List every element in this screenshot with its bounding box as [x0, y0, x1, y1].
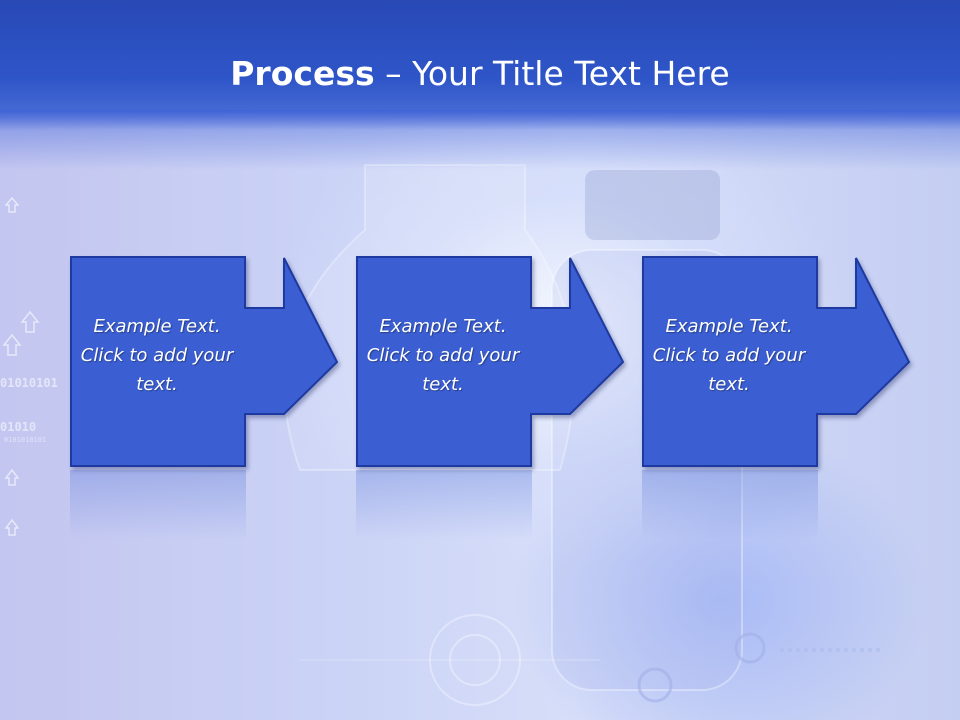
step-arrow-shape [356, 256, 625, 467]
step-reflection [642, 470, 818, 540]
step-reflection [70, 470, 246, 540]
deco-circle [734, 632, 766, 664]
title-bar-fade [0, 110, 960, 170]
title-bar [0, 0, 960, 130]
binary-text-3: 0101010101 [4, 436, 47, 444]
process-step-2[interactable]: Example Text. Click to add your text. [356, 256, 636, 468]
step-arrow-shape [642, 256, 911, 467]
process-step-1[interactable]: Example Text. Click to add your text. [70, 256, 350, 468]
step-reflection [356, 470, 532, 540]
deco-circle [637, 667, 673, 703]
slide-title[interactable]: Process – Your Title Text Here [0, 52, 960, 96]
up-arrow-icon [4, 468, 20, 486]
up-arrow-icon [2, 333, 22, 356]
step-text[interactable]: Example Text. Click to add your text. [652, 316, 806, 395]
step-arrow-shape [70, 256, 339, 467]
process-step-3[interactable]: Example Text. Click to add your text. [642, 256, 922, 468]
step-text[interactable]: Example Text. Click to add your text. [80, 316, 234, 395]
step-text[interactable]: Example Text. Click to add your text. [366, 316, 520, 395]
deco-circle [449, 634, 501, 686]
binary-text-1: 01010101 [0, 376, 58, 390]
up-arrow-icon [20, 310, 40, 333]
binary-text-2: 01010 [0, 420, 37, 434]
up-arrow-icon [4, 518, 20, 536]
title-rest: – Your Title Text Here [374, 54, 730, 93]
bottle-cap [585, 170, 720, 240]
title-strong: Process [230, 54, 375, 93]
up-arrow-icon [4, 196, 20, 213]
deco-circle [429, 614, 521, 706]
